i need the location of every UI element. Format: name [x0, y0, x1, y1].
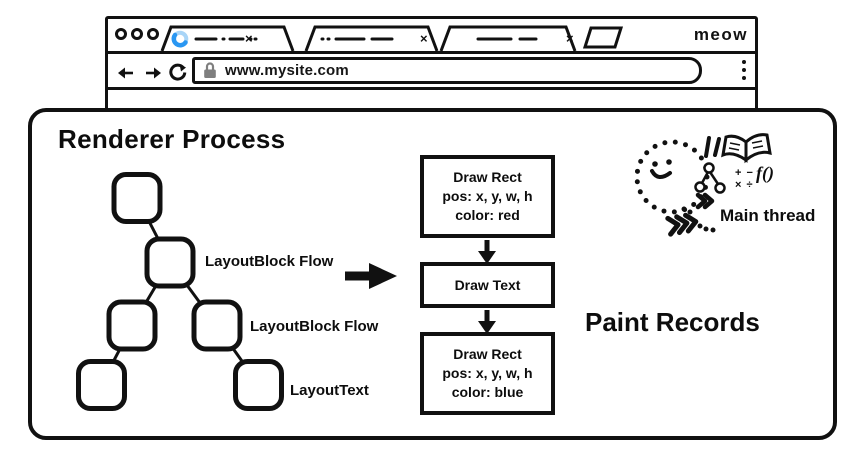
paint-record-line: pos: x, y, w, h — [442, 188, 533, 204]
down-arrow-icon — [478, 240, 496, 264]
paint-record-line: pos: x, y, w, h — [442, 365, 533, 381]
address-bar-row: www.mysite.com — [108, 54, 755, 90]
browser-brand: meow — [693, 25, 748, 44]
tab-3[interactable] — [439, 25, 577, 52]
lock-icon — [204, 62, 216, 78]
paint-record-box: Draw Text — [420, 262, 555, 308]
layout-tree-edges — [99, 197, 261, 386]
layout-node-label: LayoutText — [290, 382, 369, 399]
layout-node — [76, 359, 127, 411]
tabs-graphic — [160, 25, 624, 52]
book-doodle-icon — [721, 133, 772, 164]
tab-2[interactable] — [304, 25, 439, 52]
layout-node — [111, 172, 163, 224]
loading-spinner-arc — [171, 32, 188, 48]
menu-kebab-icon[interactable] — [742, 60, 746, 80]
layout-node — [106, 299, 158, 352]
url-text: www.mysite.com — [225, 62, 349, 79]
back-icon[interactable] — [117, 67, 135, 79]
window-control-dot[interactable] — [131, 28, 143, 40]
tab-2-close-icon[interactable]: × — [420, 31, 428, 46]
chevron-icon — [695, 192, 715, 210]
paint-record-line: Draw Text — [454, 276, 521, 293]
layout-node — [233, 359, 284, 411]
new-tab-button[interactable] — [582, 26, 624, 49]
paint-record-line: color: blue — [451, 384, 524, 400]
renderer-process-panel: Renderer Process — [28, 108, 837, 440]
paint-record-line: Draw Rect — [453, 169, 522, 185]
dotted-loop — [634, 139, 710, 215]
window-control-dot[interactable] — [115, 28, 127, 40]
dom-tree-doodle-icon — [694, 162, 726, 194]
pencil-doodle-icon — [704, 136, 721, 158]
math-doodle-times-div: × ÷ — [735, 179, 754, 191]
window-control-dot[interactable] — [147, 28, 159, 40]
paint-records-heading: Paint Records — [585, 307, 760, 337]
right-arrow-icon — [345, 263, 397, 289]
smiley-face-icon — [650, 159, 672, 179]
layout-node — [144, 236, 196, 289]
paint-record-line: color: red — [455, 207, 520, 223]
window-controls — [115, 28, 159, 40]
math-doodle-plus-minus: + − — [735, 167, 754, 179]
tab-1[interactable] — [160, 25, 295, 52]
tab-strip: × × × meow — [108, 19, 755, 54]
paint-record-box: Draw Rect pos: x, y, w, h color: red — [420, 155, 555, 238]
main-thread-label: Main thread — [720, 206, 816, 225]
forward-icon[interactable] — [144, 67, 162, 79]
dotted-trail — [681, 206, 716, 233]
url-field[interactable]: www.mysite.com — [192, 57, 702, 84]
layout-tree-nodes — [76, 172, 284, 411]
triple-chevron-icon — [665, 212, 699, 237]
tab-1-close-icon[interactable]: × — [245, 31, 253, 46]
layout-node-label: LayoutBlock Flow — [205, 253, 334, 270]
reload-icon[interactable] — [169, 63, 187, 81]
layout-node — [191, 299, 243, 352]
renderer-process-title: Renderer Process — [58, 124, 286, 154]
paint-record-box: Draw Rect pos: x, y, w, h color: blue — [420, 332, 555, 415]
down-arrow-icon — [478, 310, 496, 334]
tab-3-close-icon[interactable]: × — [566, 31, 574, 46]
layout-node-label: LayoutBlock Flow — [250, 318, 379, 335]
paint-record-line: Draw Rect — [453, 346, 522, 362]
function-doodle: f() — [756, 163, 774, 183]
